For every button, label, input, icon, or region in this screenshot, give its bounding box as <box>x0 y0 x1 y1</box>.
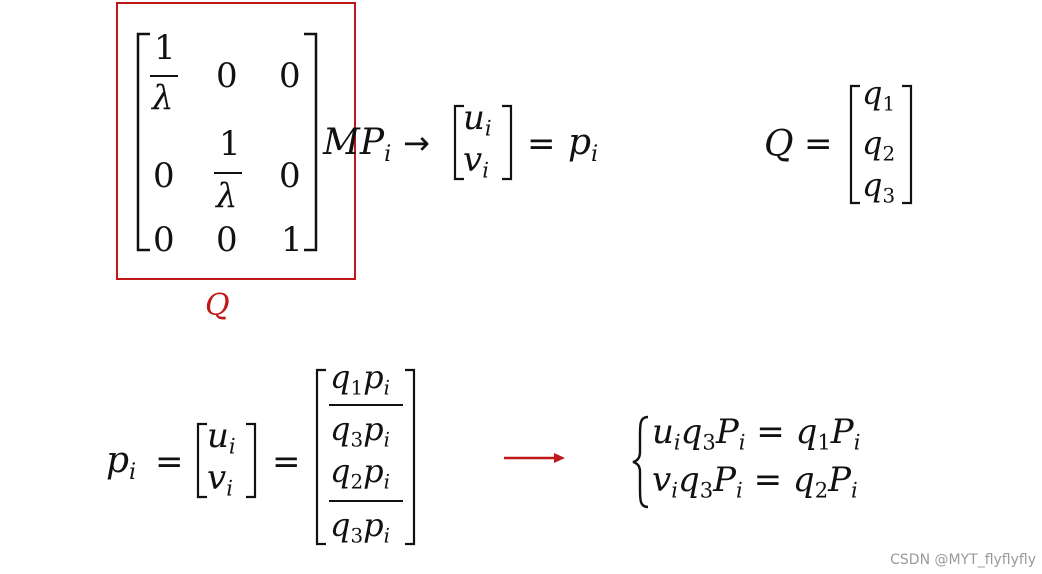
frac1-numerator: q1pi <box>330 358 390 400</box>
system-line-1: uiq3Pi = q1Pi <box>652 412 861 455</box>
q-vector-right-bracket <box>902 84 913 205</box>
frac2-denominator: q3pi <box>330 506 390 548</box>
system-brace <box>632 415 649 509</box>
matrix-r3c3: 1 <box>281 220 303 260</box>
matrix-r2c2-denominator: λ <box>216 176 238 216</box>
equals-sign: = <box>527 124 556 164</box>
system-line-2: viq3Pi = q2Pi <box>652 460 858 503</box>
matrix-r1c1-fraction-bar <box>150 75 178 77</box>
frac-vector-left-bracket <box>315 368 326 546</box>
watermark: CSDN @MYT_flyflyfly <box>890 552 1036 568</box>
u-entry: ui <box>463 98 492 141</box>
matrix-r3c2: 0 <box>216 220 238 260</box>
p-i-result: pi <box>568 122 599 168</box>
eq2-equals-2: = <box>272 442 301 482</box>
q1-entry: q1 <box>862 74 896 116</box>
red-arrow-icon <box>504 453 565 463</box>
q2-entry: q2 <box>862 124 896 166</box>
matrix-r1c1-denominator: λ <box>152 78 174 118</box>
q3-entry: q3 <box>862 166 896 208</box>
mp-expression: MPi <box>323 122 391 167</box>
q-def-equals: = <box>804 124 833 164</box>
uv2-left-bracket <box>196 422 207 499</box>
q-def-symbol: Q <box>764 124 794 165</box>
p-symbol: P <box>359 122 385 163</box>
m-symbol: M <box>323 122 360 163</box>
frac-vector-right-bracket <box>405 368 416 546</box>
matrix-right-bracket <box>304 32 318 252</box>
uv2-right-bracket <box>246 422 257 499</box>
right-arrow: → <box>403 124 430 162</box>
uv-left-bracket <box>453 104 464 181</box>
frac1-bar <box>329 404 403 406</box>
matrix-r2c1: 0 <box>153 156 175 196</box>
matrix-r1c2: 0 <box>216 56 238 96</box>
matrix-r2c3: 0 <box>279 156 301 196</box>
highlight-box <box>116 2 356 280</box>
q-vector-left-bracket <box>849 84 860 205</box>
u2-entry: ui <box>207 416 236 459</box>
frac2-numerator: q2pi <box>330 452 390 494</box>
matrix-r1c3: 0 <box>279 56 301 96</box>
eq2-equals-1: = <box>155 442 184 482</box>
frac1-denominator: q3pi <box>330 410 390 452</box>
v-entry: vi <box>463 140 489 183</box>
p-i-lhs: pi <box>106 440 137 486</box>
uv-right-bracket <box>502 104 513 181</box>
v2-entry: vi <box>207 458 233 501</box>
frac2-bar <box>329 500 403 502</box>
matrix-r3c1: 0 <box>153 220 175 260</box>
matrix-left-bracket <box>136 32 150 252</box>
p-subscript: i <box>384 141 392 168</box>
matrix-r2c2-numerator: 1 <box>219 124 241 164</box>
matrix-r2c2-fraction-bar <box>214 172 242 174</box>
matrix-r1c1-numerator: 1 <box>154 28 176 68</box>
matrix-q-label: Q <box>205 288 230 323</box>
